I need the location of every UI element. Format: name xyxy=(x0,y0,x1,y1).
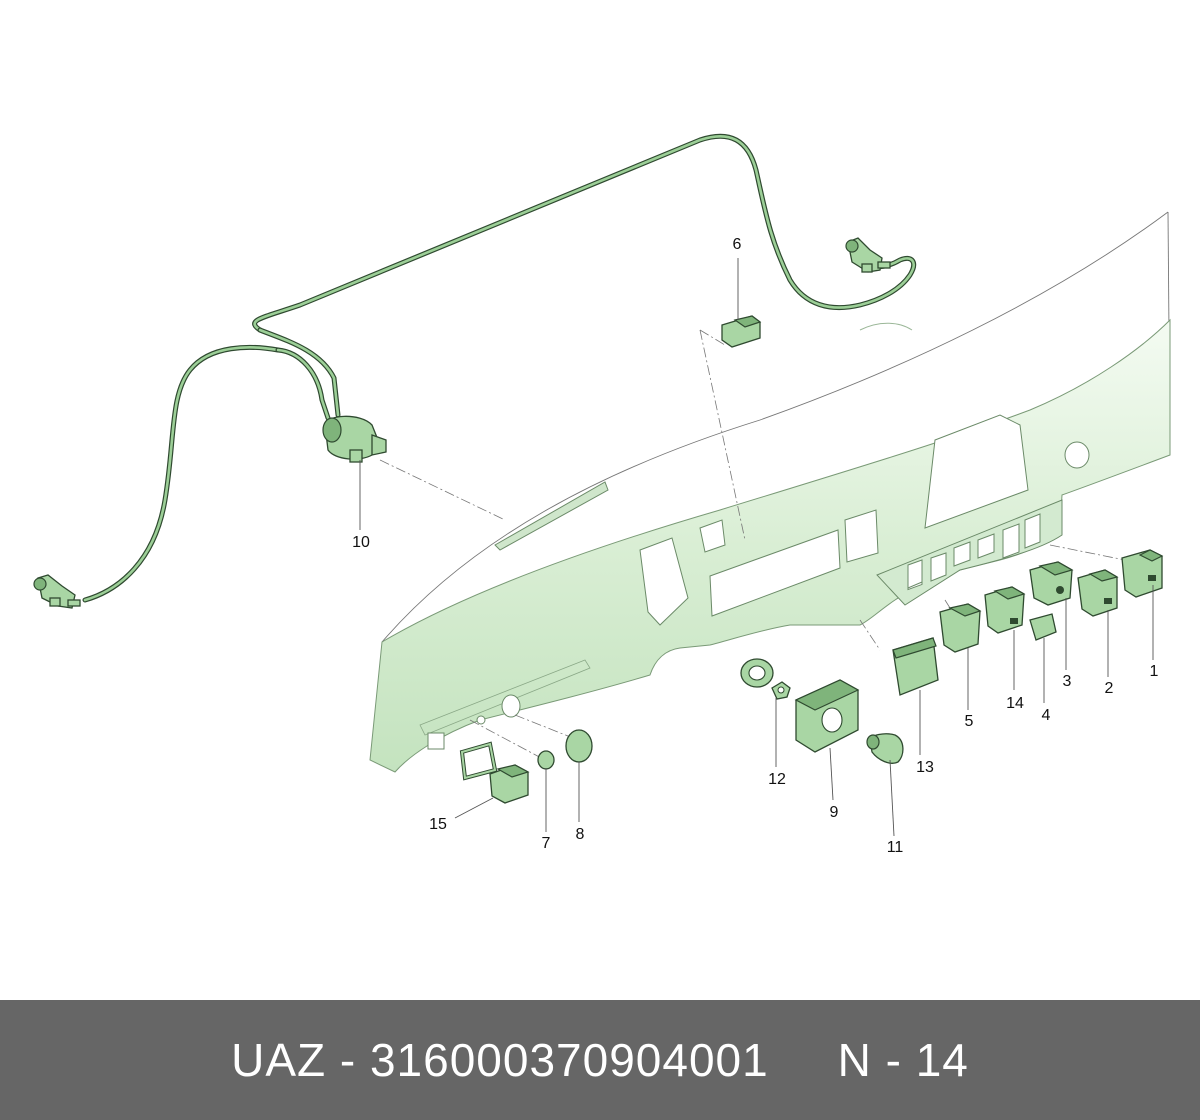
callout-14: 14 xyxy=(1006,695,1024,712)
part-12-rings xyxy=(740,658,791,700)
callout-4: 4 xyxy=(1042,707,1051,724)
part-number-caption: UAZ - 316000370904001 N - 14 xyxy=(231,1034,969,1086)
part-8-plug xyxy=(565,729,593,763)
callout-2: 2 xyxy=(1105,680,1114,697)
callout-7: 7 xyxy=(542,835,551,852)
diagram-canvas: 1 2 3 4 5 6 7 8 9 10 11 12 13 14 15 xyxy=(33,133,1171,856)
part-6-switch xyxy=(721,315,762,348)
footer-bar: UAZ - 316000370904001 N - 14 xyxy=(0,1000,1200,1120)
callout-8: 8 xyxy=(576,826,585,843)
dashboard-panel xyxy=(369,211,1171,773)
callout-15: 15 xyxy=(429,816,447,833)
cable-harness xyxy=(82,133,917,603)
callout-10: 10 xyxy=(352,534,370,551)
callout-5: 5 xyxy=(965,713,974,730)
callout-9: 9 xyxy=(830,804,839,821)
assembly-lines xyxy=(379,329,1126,761)
part-5-switch xyxy=(939,603,982,653)
part-1-switch xyxy=(1121,549,1164,598)
leader-lines xyxy=(359,258,1154,837)
callout-6: 6 xyxy=(733,236,742,253)
part-15-switch xyxy=(459,741,530,804)
part-13-block xyxy=(892,637,939,696)
part-7-plug xyxy=(537,750,555,770)
callout-1: 1 xyxy=(1150,663,1159,680)
part-2-switch xyxy=(1077,569,1119,617)
cable-connector-right xyxy=(845,237,891,273)
part-4-cover xyxy=(1029,613,1057,641)
callout-12: 12 xyxy=(768,771,786,788)
part-14-switch xyxy=(984,586,1026,634)
part-9-bezel xyxy=(794,679,860,753)
cable-connector-left xyxy=(33,574,81,609)
part-10-ignition-switch xyxy=(322,415,387,463)
callout-11: 11 xyxy=(887,839,904,856)
exploded-parts-diagram: 1 2 3 4 5 6 7 8 9 10 11 12 13 14 15 xyxy=(33,133,1171,856)
callout-3: 3 xyxy=(1063,673,1072,690)
callout-labels: 1 2 3 4 5 6 7 8 9 10 11 12 13 14 15 xyxy=(352,236,1158,856)
part-3-switch xyxy=(1029,561,1074,606)
callout-13: 13 xyxy=(916,759,934,776)
part-11-knob xyxy=(866,733,904,764)
